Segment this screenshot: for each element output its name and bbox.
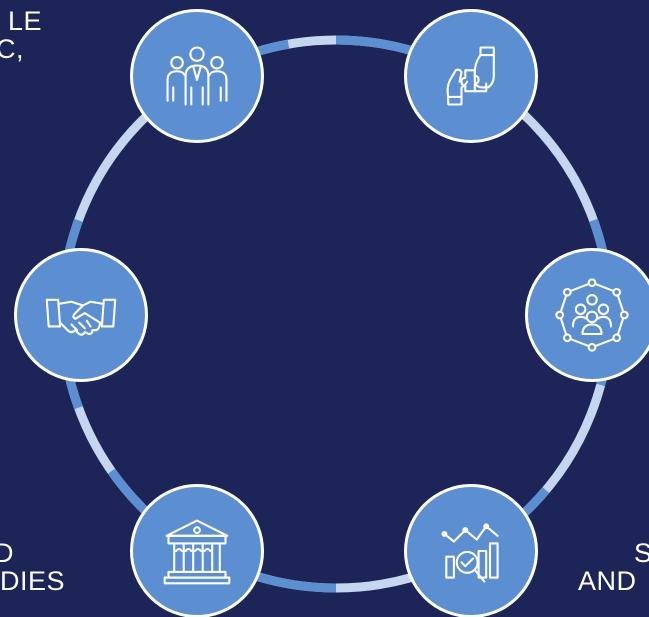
node-partnership [404, 9, 538, 143]
government-building-icon [163, 519, 231, 585]
node-analytics [404, 484, 538, 617]
node-handshake [14, 248, 148, 382]
node-team [130, 9, 264, 143]
network-community-icon [555, 278, 629, 352]
handshake-icon [45, 298, 117, 336]
text-fragment-top-left-1: LE [8, 6, 43, 36]
text-fragment-bottom-right-1: S [634, 538, 649, 568]
node-community [525, 248, 649, 382]
text-fragment-bottom-right-2: AND [578, 566, 637, 596]
text-fragment-bottom-left-2: DIES [0, 566, 66, 596]
analytics-magnifier-icon [441, 523, 499, 583]
hands-puzzle-icon [446, 46, 495, 106]
text-fragment-bottom-left-1: D [0, 538, 14, 568]
text-fragment-top-left-2: C, [0, 34, 24, 64]
node-government [130, 484, 264, 617]
team-people-icon [166, 46, 228, 106]
